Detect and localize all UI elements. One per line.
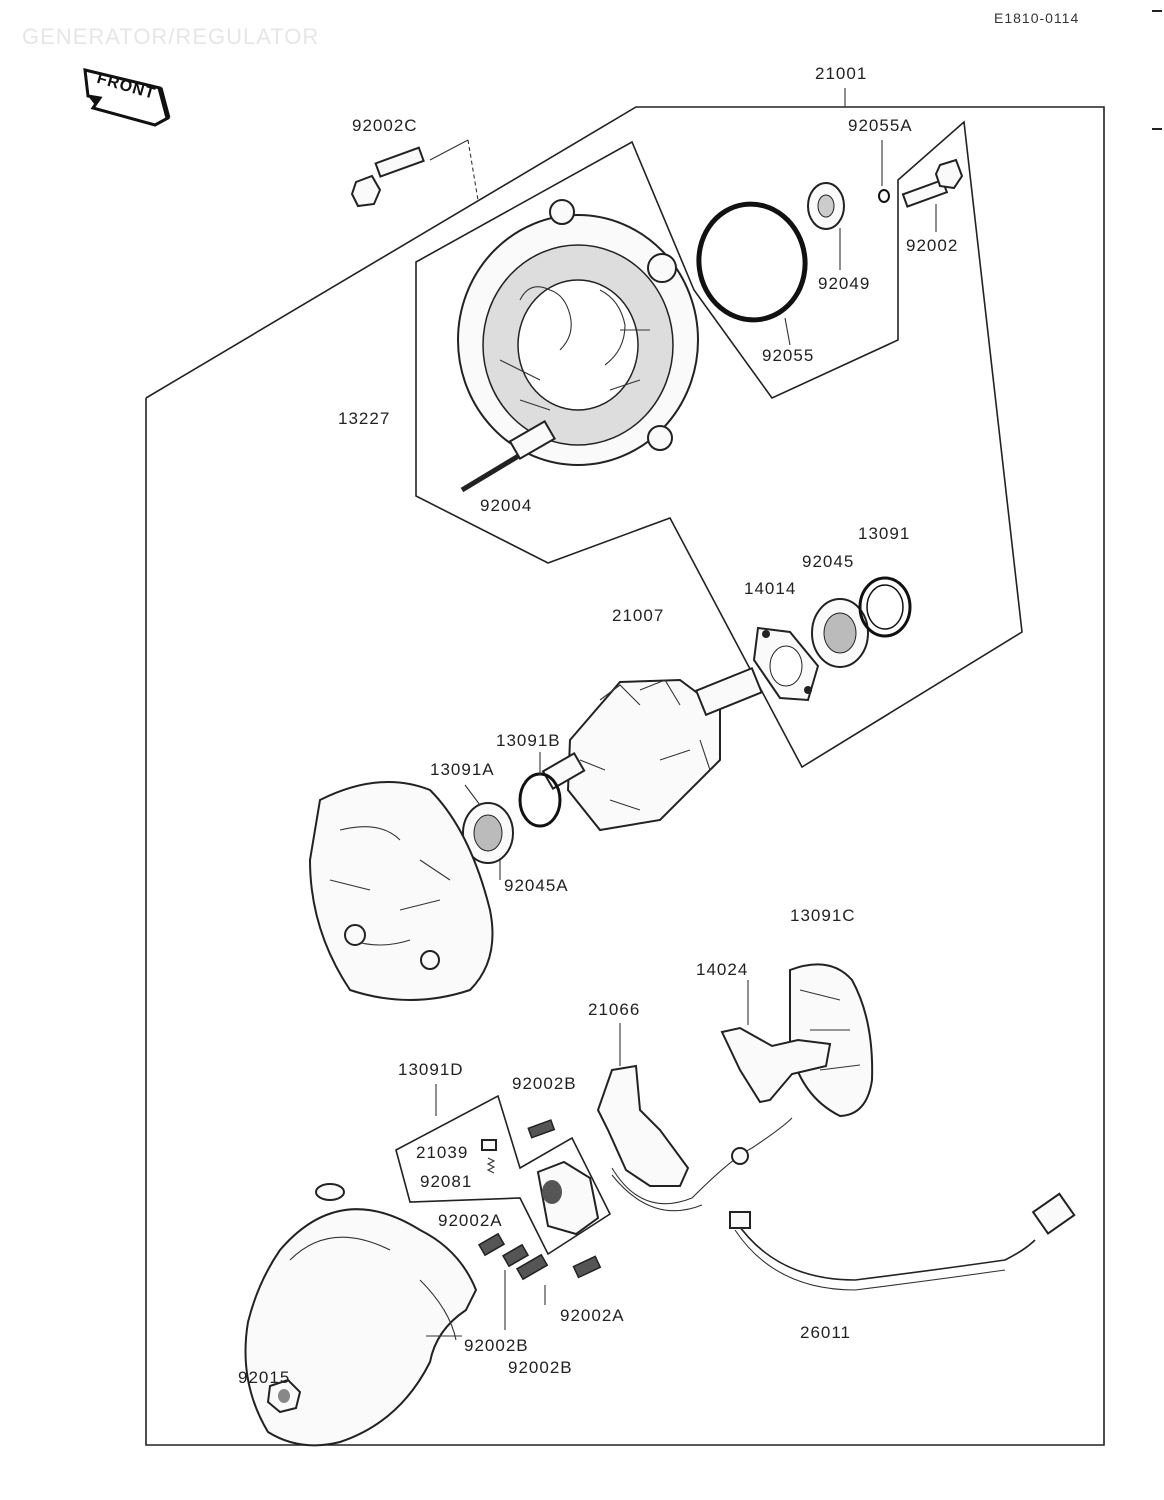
label-21007: 21007 xyxy=(612,606,665,625)
plate-14014 xyxy=(752,626,820,702)
edge-mark-mid xyxy=(1152,128,1162,130)
regulator-13091c xyxy=(789,963,874,1118)
label-92002c: 92002C xyxy=(352,116,418,135)
label-92015: 92015 xyxy=(238,1368,291,1387)
label-26011: 26011 xyxy=(800,1323,852,1342)
assembly-outline xyxy=(145,106,1105,1446)
label-13091a: 13091A xyxy=(430,760,495,779)
bolt-92002-top xyxy=(901,158,964,232)
label-92002b-a: 92002B xyxy=(512,1074,577,1093)
seal-13091 xyxy=(858,576,912,638)
label-92002a-a: 92002A xyxy=(438,1211,503,1230)
stator-13227 xyxy=(457,199,699,493)
label-13227: 13227 xyxy=(338,409,391,428)
label-92002b-c: 92002B xyxy=(508,1358,573,1377)
regulator-body xyxy=(536,1160,600,1236)
label-13091b: 13091B xyxy=(496,731,561,750)
label-92081: 92081 xyxy=(420,1172,473,1191)
screw-92002a-b xyxy=(572,1255,602,1279)
label-14014: 14014 xyxy=(744,579,797,598)
screw-92002b-b xyxy=(501,1243,530,1330)
label-92049: 92049 xyxy=(818,274,871,293)
label-92045: 92045 xyxy=(802,552,855,571)
nut-92015 xyxy=(266,1378,302,1414)
plate-14024 xyxy=(720,980,832,1104)
figure-code: E1810-0114 xyxy=(994,10,1080,26)
rotor-21007 xyxy=(541,666,763,832)
brush-21039 xyxy=(481,1139,497,1151)
screw-92002b-a xyxy=(527,1119,556,1139)
label-92055: 92055 xyxy=(762,346,815,365)
brush-holder-21066 xyxy=(596,1023,690,1187)
generator-cover xyxy=(244,1183,478,1447)
label-92055a: 92055A xyxy=(848,116,913,135)
label-13091d: 13091D xyxy=(398,1060,464,1079)
bearing-92045a xyxy=(462,802,514,880)
label-13091c: 13091C xyxy=(790,906,856,925)
edge-mark-top xyxy=(1152,10,1162,12)
label-21039: 21039 xyxy=(416,1143,469,1162)
bearing-92045 xyxy=(811,598,869,668)
screw-92002b-c xyxy=(515,1253,549,1305)
washer-92049 xyxy=(807,182,845,270)
label-92004: 92004 xyxy=(480,496,533,515)
spring-92081 xyxy=(486,1157,496,1174)
small-o-ring-92055a xyxy=(878,189,890,203)
section-title: GENERATOR/REGULATOR xyxy=(22,24,320,49)
label-92002b-b: 92002B xyxy=(464,1336,529,1355)
label-21066: 21066 xyxy=(588,1000,641,1019)
label-14024: 14024 xyxy=(696,960,749,979)
label-21001: 21001 xyxy=(815,64,868,83)
bolt-92002c xyxy=(350,139,479,208)
label-92045a: 92045A xyxy=(504,876,569,895)
screw-92002a-a xyxy=(477,1232,506,1257)
stator-group-outline xyxy=(415,120,1023,769)
seal-13091b xyxy=(518,752,562,828)
label-92002-top: 92002 xyxy=(906,236,959,255)
front-arrow-icon xyxy=(83,68,171,127)
generator-housing xyxy=(308,781,494,1001)
o-ring-92055 xyxy=(696,201,808,323)
label-13091: 13091 xyxy=(858,524,911,543)
harness-26011 xyxy=(611,1117,1076,1291)
regulator-subgroup-outline xyxy=(395,1094,612,1256)
label-92002a-b: 92002A xyxy=(560,1306,625,1325)
